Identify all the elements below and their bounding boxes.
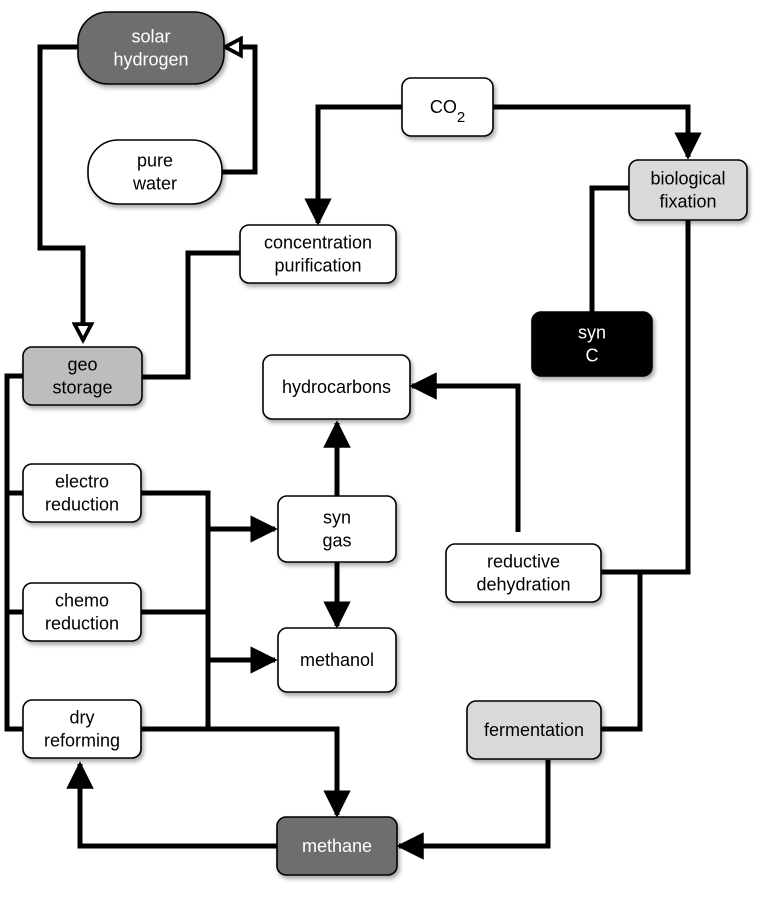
edge-pure-water-to-solar-hydrogen — [221, 47, 258, 175]
reductive-dehydration-box — [445, 543, 602, 603]
chemo-reduction-label: chemo — [55, 591, 109, 611]
biological-fixation-label: fixation — [659, 192, 716, 212]
syn-gas-label: gas — [322, 531, 351, 551]
co2-box — [401, 77, 494, 137]
geo-storage-box — [22, 346, 143, 406]
syn-c-box — [531, 311, 653, 377]
reductive-dehydration-node: reductive dehydration — [445, 543, 602, 603]
hydrocarbons-node: hydrocarbons — [262, 354, 411, 420]
electro-reduction-box — [22, 463, 142, 523]
dry-reforming-node: dry reforming — [22, 699, 142, 759]
edge-methane-to-dry-reforming — [66, 761, 277, 849]
edge-electro-reduction-out — [141, 490, 211, 729]
geo-storage-label: geo — [67, 355, 97, 375]
edge-geo-storage-bus — [4, 373, 23, 732]
solar-hydrogen-label: solar — [131, 27, 170, 47]
pure-water-label: pure — [137, 151, 173, 171]
methanol-box — [277, 627, 397, 693]
syn-gas-label: syn — [323, 508, 351, 528]
geo-storage-node: geo storage — [22, 346, 143, 406]
methane-box — [276, 816, 398, 876]
edge-syn-c-to-biological-fixation — [589, 185, 629, 312]
methane-node: methane — [276, 816, 398, 876]
solar-hydrogen-node: solar hydrogen — [77, 11, 225, 85]
connectors — [4, 44, 702, 860]
reductive-dehydration-label: dehydration — [476, 575, 570, 595]
concentration-purification-label: concentration — [264, 233, 372, 253]
co2-node: CO2 — [401, 77, 494, 137]
edge-fermentation-to-methane — [396, 760, 551, 860]
electro-reduction-label: electro — [55, 472, 109, 492]
dry-reforming-label: dry — [69, 708, 94, 728]
concentration-purification-box — [239, 224, 397, 284]
geo-storage-label: storage — [52, 378, 112, 398]
edge-reductive-dehydration-to-fermentation — [601, 572, 643, 732]
edge-biological-fixation-to-reductive-dehydration — [601, 220, 691, 575]
syn-c-label: C — [586, 346, 599, 366]
dry-reforming-box — [22, 699, 142, 759]
solar-hydrogen-label: hydrogen — [113, 50, 188, 70]
chemo-reduction-box — [22, 582, 142, 642]
fermentation-node: fermentation — [466, 700, 602, 760]
pure-water-box — [87, 139, 223, 205]
hydrocarbons-box — [262, 354, 411, 420]
edge-reductive-dehydration-to-hydrocarbons — [409, 372, 521, 532]
edge-solar-hydrogen-to-geo-storage — [37, 44, 83, 340]
co2-label: CO2 — [430, 97, 465, 126]
syn-c-label: syn — [578, 323, 606, 343]
syn-gas-node: syn gas — [277, 495, 397, 563]
solar-hydrogen-box — [77, 11, 225, 85]
edge-dry-reforming-out — [141, 726, 351, 818]
concentration-purification-label: purification — [274, 256, 361, 276]
biological-fixation-box — [628, 159, 748, 221]
co2-subscript: 2 — [457, 109, 465, 126]
fermentation-label: fermentation — [484, 720, 584, 740]
methanol-node: methanol — [277, 627, 397, 693]
edge-concentration-to-geo-storage — [142, 250, 240, 380]
edge-co2-to-concentration — [304, 104, 402, 226]
electro-reduction-label: reduction — [45, 495, 119, 515]
biological-fixation-node: biological fixation — [628, 159, 748, 221]
fermentation-box — [466, 700, 602, 760]
reductive-dehydration-label: reductive — [487, 552, 560, 572]
methanol-label: methanol — [300, 650, 374, 670]
chemo-reduction-node: chemo reduction — [22, 582, 142, 642]
electro-reduction-node: electro reduction — [22, 463, 142, 523]
biological-fixation-label: biological — [650, 169, 725, 189]
edge-co2-to-biological-fixation — [493, 104, 702, 160]
methane-label: methane — [302, 836, 372, 856]
pure-water-node: pure water — [87, 139, 223, 205]
dry-reforming-label: reforming — [44, 731, 120, 751]
pure-water-label: water — [132, 174, 177, 194]
hydrocarbons-label: hydrocarbons — [282, 377, 391, 397]
concentration-purification-node: concentration purification — [239, 224, 397, 284]
syn-gas-box — [277, 495, 397, 563]
chemo-reduction-label: reduction — [45, 614, 119, 634]
